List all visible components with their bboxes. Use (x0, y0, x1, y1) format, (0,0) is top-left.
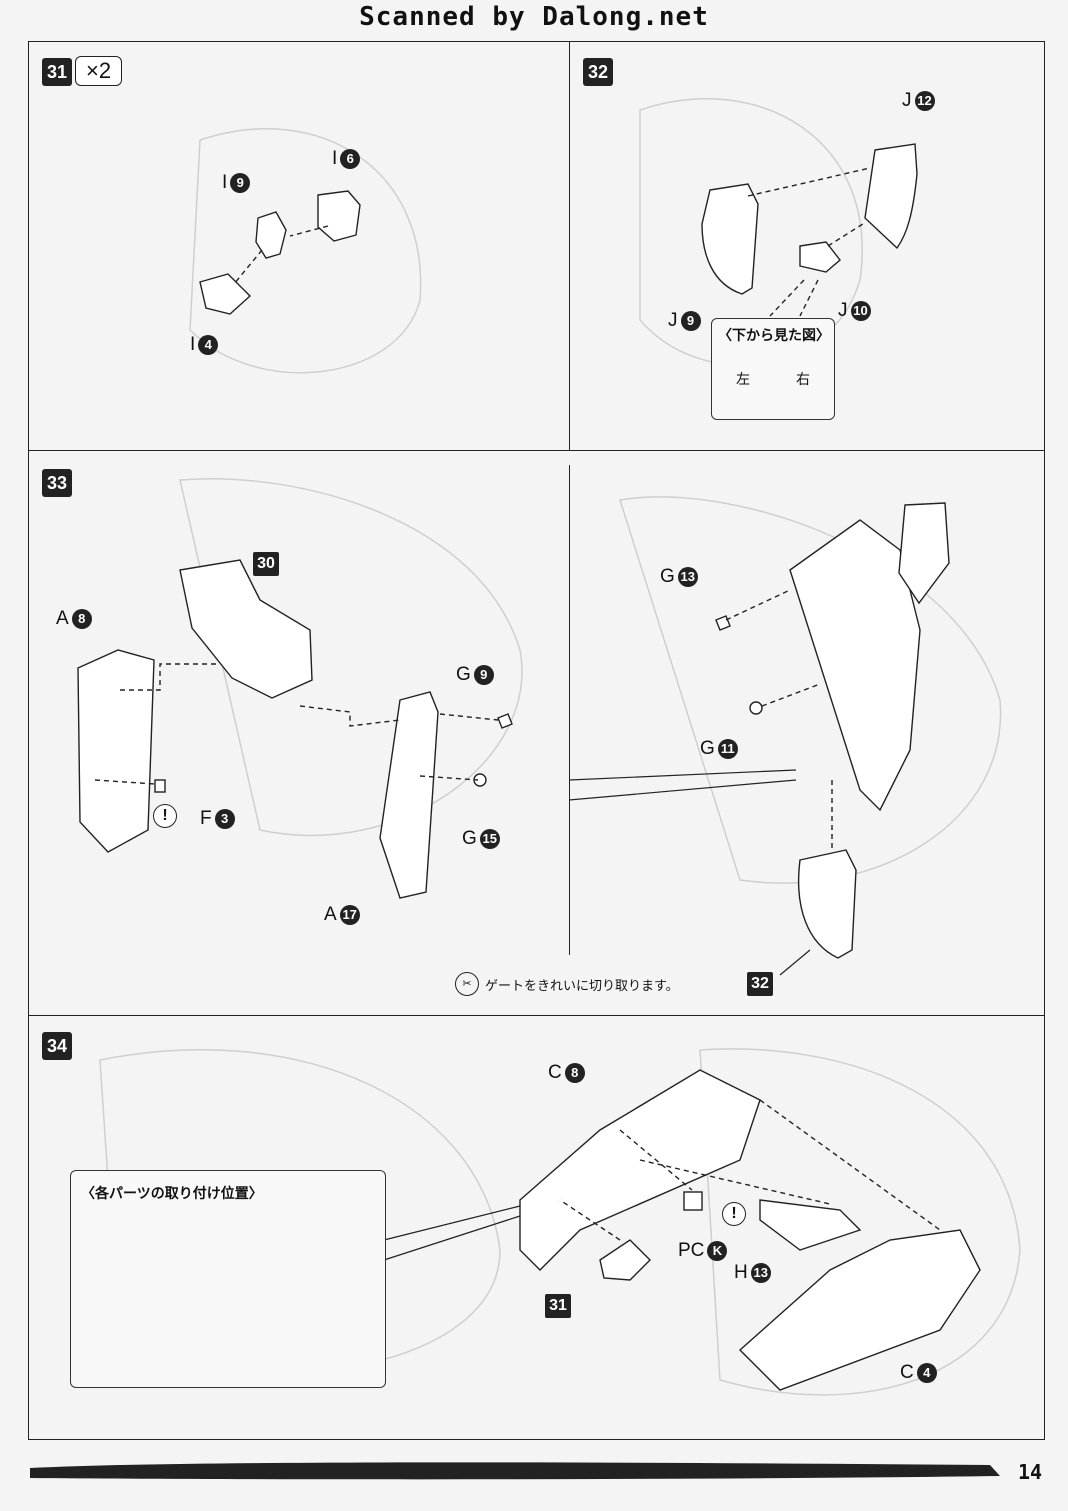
attach-position-title: 〈各パーツの取り付け位置〉 (81, 1185, 263, 1201)
caution-icon: ! (722, 1202, 746, 1226)
step33-leaders (568, 769, 811, 976)
step34-parts (519, 1069, 981, 1391)
page-number: 14 (1018, 1460, 1043, 1484)
step34-leaders (383, 1205, 521, 1261)
part-letter: PC (678, 1240, 705, 1261)
ref-step-31: 31 (545, 1294, 571, 1318)
divider-row-2 (28, 1015, 1045, 1016)
part-letter: A (56, 608, 69, 629)
step34-guides (559, 1099, 941, 1241)
part-letter: A (324, 904, 337, 925)
instruction-frame (28, 41, 1045, 1440)
part-letter: J (668, 310, 678, 331)
part-letter: G (456, 664, 471, 685)
ref-step-32: 32 (747, 972, 773, 996)
part-letter: H (734, 1262, 748, 1283)
part-letter: G (462, 828, 477, 849)
part-number: 8 (564, 1063, 585, 1083)
part-letter: G (660, 566, 675, 587)
part-number: 10 (850, 301, 871, 321)
divider-col-top (569, 41, 570, 450)
step33-guides (94, 589, 833, 850)
part-number: 9 (230, 173, 251, 193)
attach-position-inset: 〈各パーツの取り付け位置〉 (70, 1170, 386, 1388)
footer-brush-stroke (30, 1462, 1000, 1480)
step31-parts (199, 190, 361, 315)
part-letter: I (332, 148, 338, 169)
part-number: 11 (717, 739, 738, 759)
ref-step-30: 30 (253, 552, 279, 576)
part-number: 3 (214, 809, 235, 829)
bottom-view-left: 左 (736, 371, 750, 387)
part-letter: F (200, 808, 212, 829)
step-number-31: 31 (42, 58, 72, 86)
part-letter: I (222, 172, 228, 193)
part-letter: J (902, 90, 912, 111)
scan-header: Scanned by Dalong.net (0, 0, 1068, 38)
part-letter: C (900, 1362, 914, 1383)
part-number: 8 (71, 609, 92, 629)
part-letter: I (190, 334, 196, 355)
step-number-32: 32 (583, 58, 613, 86)
caution-icon: ! (153, 804, 177, 828)
step-31-multiplier: ×2 (75, 56, 123, 86)
bottom-view-title: 〈下から見た図〉 (718, 327, 830, 343)
scan-credit: Scanned by Dalong.net (359, 2, 709, 32)
divider-col-mid (569, 465, 570, 955)
part-number: 9 (680, 311, 701, 331)
part-number: 6 (340, 149, 361, 169)
bottom-view-inset: 〈下から見た図〉 左 右 (711, 318, 835, 420)
step33-parts (77, 502, 950, 959)
step31-guides (233, 225, 329, 285)
step32-parts (701, 143, 918, 295)
part-letter: G (700, 738, 715, 759)
gate-cut-note: ✂ ゲートをきれいに切り取ります。 (455, 972, 679, 996)
part-number: 12 (914, 91, 935, 111)
part-number: 9 (473, 665, 494, 685)
nipper-icon: ✂ (455, 972, 479, 996)
part-number: 13 (677, 567, 698, 587)
step-number-33: 33 (42, 469, 72, 497)
step32-guides (747, 167, 871, 317)
part-number: 4 (198, 335, 219, 355)
part-letter: J (838, 300, 848, 321)
part-number: 4 (916, 1363, 937, 1383)
part-number: 15 (479, 829, 500, 849)
part-number: K (707, 1241, 728, 1261)
part-number: 13 (750, 1263, 771, 1283)
bottom-view-right: 右 (796, 371, 810, 387)
part-letter: C (548, 1062, 562, 1083)
part-number: 17 (339, 905, 360, 925)
gate-cut-text: ゲートをきれいに切り取ります。 (485, 977, 679, 993)
ghost-background (99, 98, 1021, 1396)
step-number-34: 34 (42, 1032, 72, 1060)
divider-row-1 (28, 450, 1045, 451)
